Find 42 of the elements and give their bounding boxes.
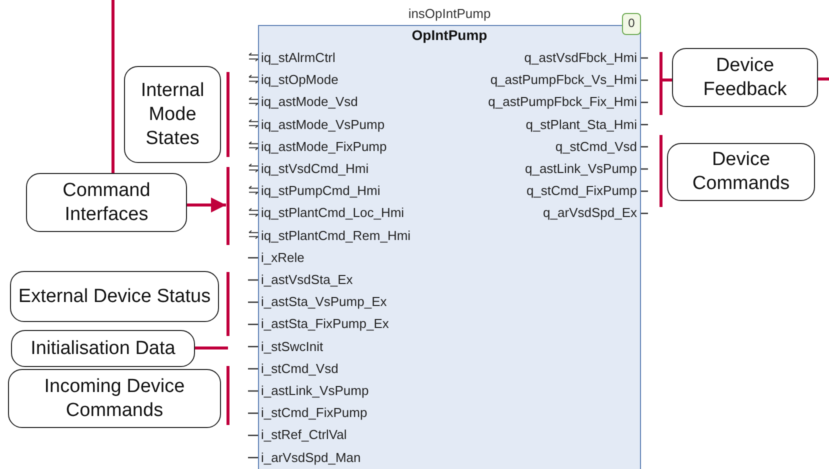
pin-label: i_stRef_CtrlVal [261, 427, 347, 444]
pin-label: q_astPumpFbck_Vs_Hmi [490, 72, 637, 88]
pin-label: iq_astMode_Vsd [261, 94, 358, 110]
pin-label: i_arVsdSpd_Man [261, 450, 361, 466]
pin-label: iq_stPumpCmd_Hmi [261, 183, 380, 200]
pin-label: i_astSta_VsPump_Ex [261, 294, 387, 310]
pin-label: q_stCmd_FixPump [526, 183, 637, 200]
pin-label: iq_astMode_FixPump [261, 138, 387, 155]
arrow [187, 198, 226, 212]
pin-label: i_stCmd_Vsd [261, 360, 338, 377]
connector-line [195, 346, 228, 350]
connector-line [112, 0, 114, 173]
pin-label: i_astSta_FixPump_Ex [261, 316, 389, 332]
pin-label: iq_astMode_VsPump [261, 116, 385, 133]
annotation-box: External Device Status [10, 271, 219, 322]
annotation-box: Device Feedback [672, 48, 818, 107]
annotation-box: Incoming Device Commands [8, 369, 221, 428]
annotation-box: Initialisation Data [11, 330, 195, 367]
pin-label: q_arVsdSpd_Ex [543, 205, 637, 222]
annotation-box: Command Interfaces [26, 173, 187, 232]
pin-label: iq_stPlantCmd_Rem_Hmi [261, 228, 411, 244]
pin-label: q_astVsdFbck_Hmi [524, 50, 637, 66]
pin-label: i_stSwcInit [261, 338, 324, 355]
block-type-name: OpIntPump [410, 27, 488, 43]
pin-label: iq_stPlantCmd_Loc_Hmi [261, 205, 404, 222]
instance-name: insOpIntPump [407, 6, 492, 22]
pin-label: i_astLink_VsPump [261, 383, 369, 399]
pin-label: iq_stOpMode [261, 72, 338, 88]
pin-label: i_xRele [261, 250, 304, 266]
connector-line [818, 78, 829, 80]
pin-label: iq_stAlrmCtrl [261, 50, 336, 66]
pin-label: q_astLink_VsPump [524, 161, 637, 177]
pin-label: iq_stVsdCmd_Hmi [261, 161, 369, 177]
execution-order-badge: 0 [622, 13, 641, 35]
pin-label: q_astPumpFbck_Fix_Hmi [488, 94, 637, 110]
pin-label: q_stCmd_Vsd [555, 138, 637, 155]
pin-label: i_astVsdSta_Ex [261, 272, 353, 288]
pin-label: i_stCmd_FixPump [261, 405, 368, 422]
annotation-box: Internal Mode States [124, 66, 221, 163]
connector-line [661, 78, 672, 82]
pin-label: q_stPlant_Sta_Hmi [526, 116, 637, 133]
annotation-box: Device Commands [667, 143, 815, 201]
